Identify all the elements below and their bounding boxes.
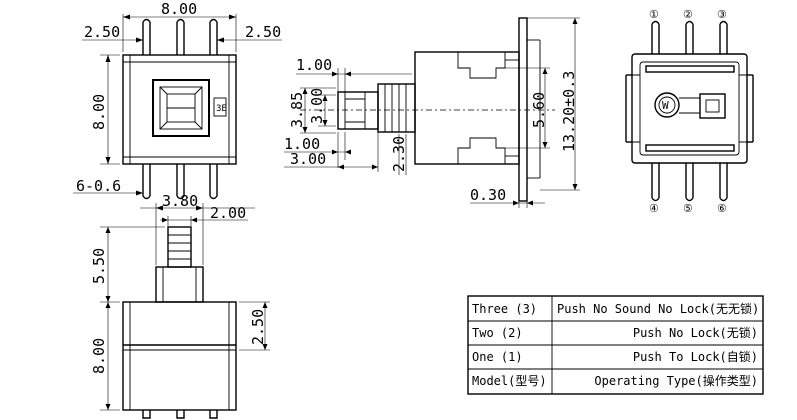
side-view: 1.00 3.85 3.00 1.00 3.00 2.30 5.60 [284,17,580,208]
dim-width: 8.00 [161,0,197,18]
side-body [414,51,520,165]
dim-thickness: 0.30 [470,186,506,204]
top-pins [142,18,218,55]
table-row-model: Three (3) [472,302,537,316]
table-row-type: Push No Lock(无锁) [633,325,758,340]
dim-plunger-inner: 3.00 [308,88,326,124]
pin-body [631,53,748,164]
top-marking: 3E [216,104,227,114]
dim-mid-height: 2.50 [249,309,267,345]
logo-circle [654,92,680,118]
side-stem [377,83,416,133]
top-view: 3E 8.00 2.50 2.50 8.00 6-0.6 [73,0,282,200]
logo-mark: W [662,99,669,112]
bottom-pins [142,164,218,200]
front-view: 3.80 2.00 5.50 8.00 2.50 [90,192,270,419]
front-plunger [167,226,192,268]
dim-plunger-length: 3.00 [290,150,326,168]
table-row-type: Push To Lock(自锁) [633,349,758,364]
pin-label-1: ① [649,8,659,21]
table-row-model: One (1) [472,350,523,364]
dim-offset-1: 1.00 [296,56,332,74]
table-header-model: Model(型号) [472,374,547,388]
dim-front-plunger-height: 5.50 [90,248,108,284]
dim-gap: 2.30 [390,136,408,172]
plunger-top [152,79,210,137]
spec-table: Three (3) Push No Sound No Lock(无无锁) Two… [467,295,764,395]
dim-body-height: 5.60 [530,92,548,128]
pin-label-2: ② [683,8,693,21]
dim-total-height: 13.20±0.3 [560,71,578,152]
dim-left-margin: 2.50 [84,23,120,41]
pin-label-6: ⑥ [717,202,727,215]
front-body [122,301,237,411]
dim-height: 8.00 [90,94,108,130]
dim-plunger-height: 3.85 [288,92,306,128]
dim-pins: 6-0.6 [76,177,121,195]
pin-view: ① ② ③ ④ ⑤ ⑥ W [625,8,754,215]
pin-label-4: ④ [649,202,659,215]
table-row-model: Two (2) [472,326,523,340]
pin-label-3: ③ [717,8,727,21]
side-plunger [337,91,379,130]
pin-label-5: ⑤ [683,202,693,215]
dim-bottom-offset: 1.00 [284,135,320,153]
dim-stem-width: 2.00 [210,204,246,222]
table-row-type: Push No Sound No Lock(无无锁) [557,301,759,316]
top-body [122,54,237,165]
dim-plunger-width: 3.80 [162,192,198,210]
side-plate [518,17,528,202]
dim-front-body-height: 8.00 [90,338,108,374]
table-header-type: Operating Type(操作类型) [594,373,758,388]
dim-right-margin: 2.50 [245,23,281,41]
